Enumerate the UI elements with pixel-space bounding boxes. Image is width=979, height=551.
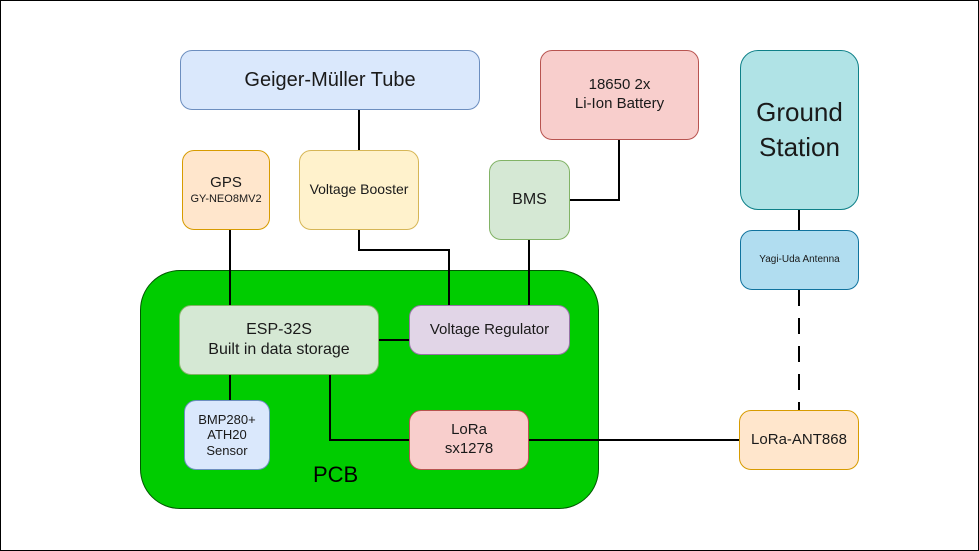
voltage-regulator-node[interactable]: Voltage Regulator (409, 305, 570, 355)
voltage-regulator-label: Voltage Regulator (429, 320, 550, 338)
pcb-label: PCB (313, 462, 359, 487)
esp32-label-line2: Built in data storage (208, 341, 350, 358)
sensor-label-line1: BMP280+ (198, 411, 256, 427)
ground-station-node[interactable]: Ground Station (740, 50, 859, 210)
bms-node[interactable]: BMS (489, 160, 570, 240)
sensor-label-line2: ATH20 (207, 427, 247, 443)
wire-battery-bms (570, 140, 620, 201)
esp32-label-line1: ESP-32S (246, 321, 312, 338)
lora-antenna-label: LoRa-ANT868 (751, 430, 847, 448)
gps-model-label: GY-NEO8MV2 (190, 192, 262, 205)
geiger-muller-tube-node[interactable]: Geiger-Müller Tube (180, 50, 480, 110)
lora-node[interactable]: LoRa sx1278 (409, 410, 529, 470)
sensor-label-line3: Sensor (206, 442, 248, 458)
bms-label: BMS (512, 191, 547, 208)
wire-esp32-lora (329, 375, 409, 441)
gps-node[interactable]: GPS GY-NEO8MV2 (182, 150, 270, 230)
wire-booster-regulator (358, 230, 450, 305)
battery-node[interactable]: 18650 2x Li-Ion Battery (540, 50, 699, 140)
lora-antenna-node[interactable]: LoRa-ANT868 (739, 410, 859, 470)
esp32-node[interactable]: ESP-32S Built in data storage (179, 305, 379, 375)
voltage-booster-label: Voltage Booster (309, 181, 409, 198)
ground-station-label-line2: Station (759, 132, 840, 162)
battery-label-line2: Li-Ion Battery (574, 95, 665, 112)
gps-label: GPS (210, 173, 242, 191)
lora-label-line2: sx1278 (444, 440, 494, 457)
ground-station-label-line1: Ground (756, 96, 843, 127)
geiger-muller-tube-label: Geiger-Müller Tube (244, 68, 416, 91)
sensor-node[interactable]: BMP280+ ATH20 Sensor (184, 400, 270, 470)
yagi-uda-antenna-label: Yagi-Uda Antenna (759, 253, 840, 265)
lora-label-line1: LoRa (451, 421, 487, 439)
yagi-uda-antenna-node[interactable]: Yagi-Uda Antenna (740, 230, 859, 290)
voltage-booster-node[interactable]: Voltage Booster (299, 150, 419, 230)
battery-label-line1: 18650 2x (588, 76, 651, 94)
